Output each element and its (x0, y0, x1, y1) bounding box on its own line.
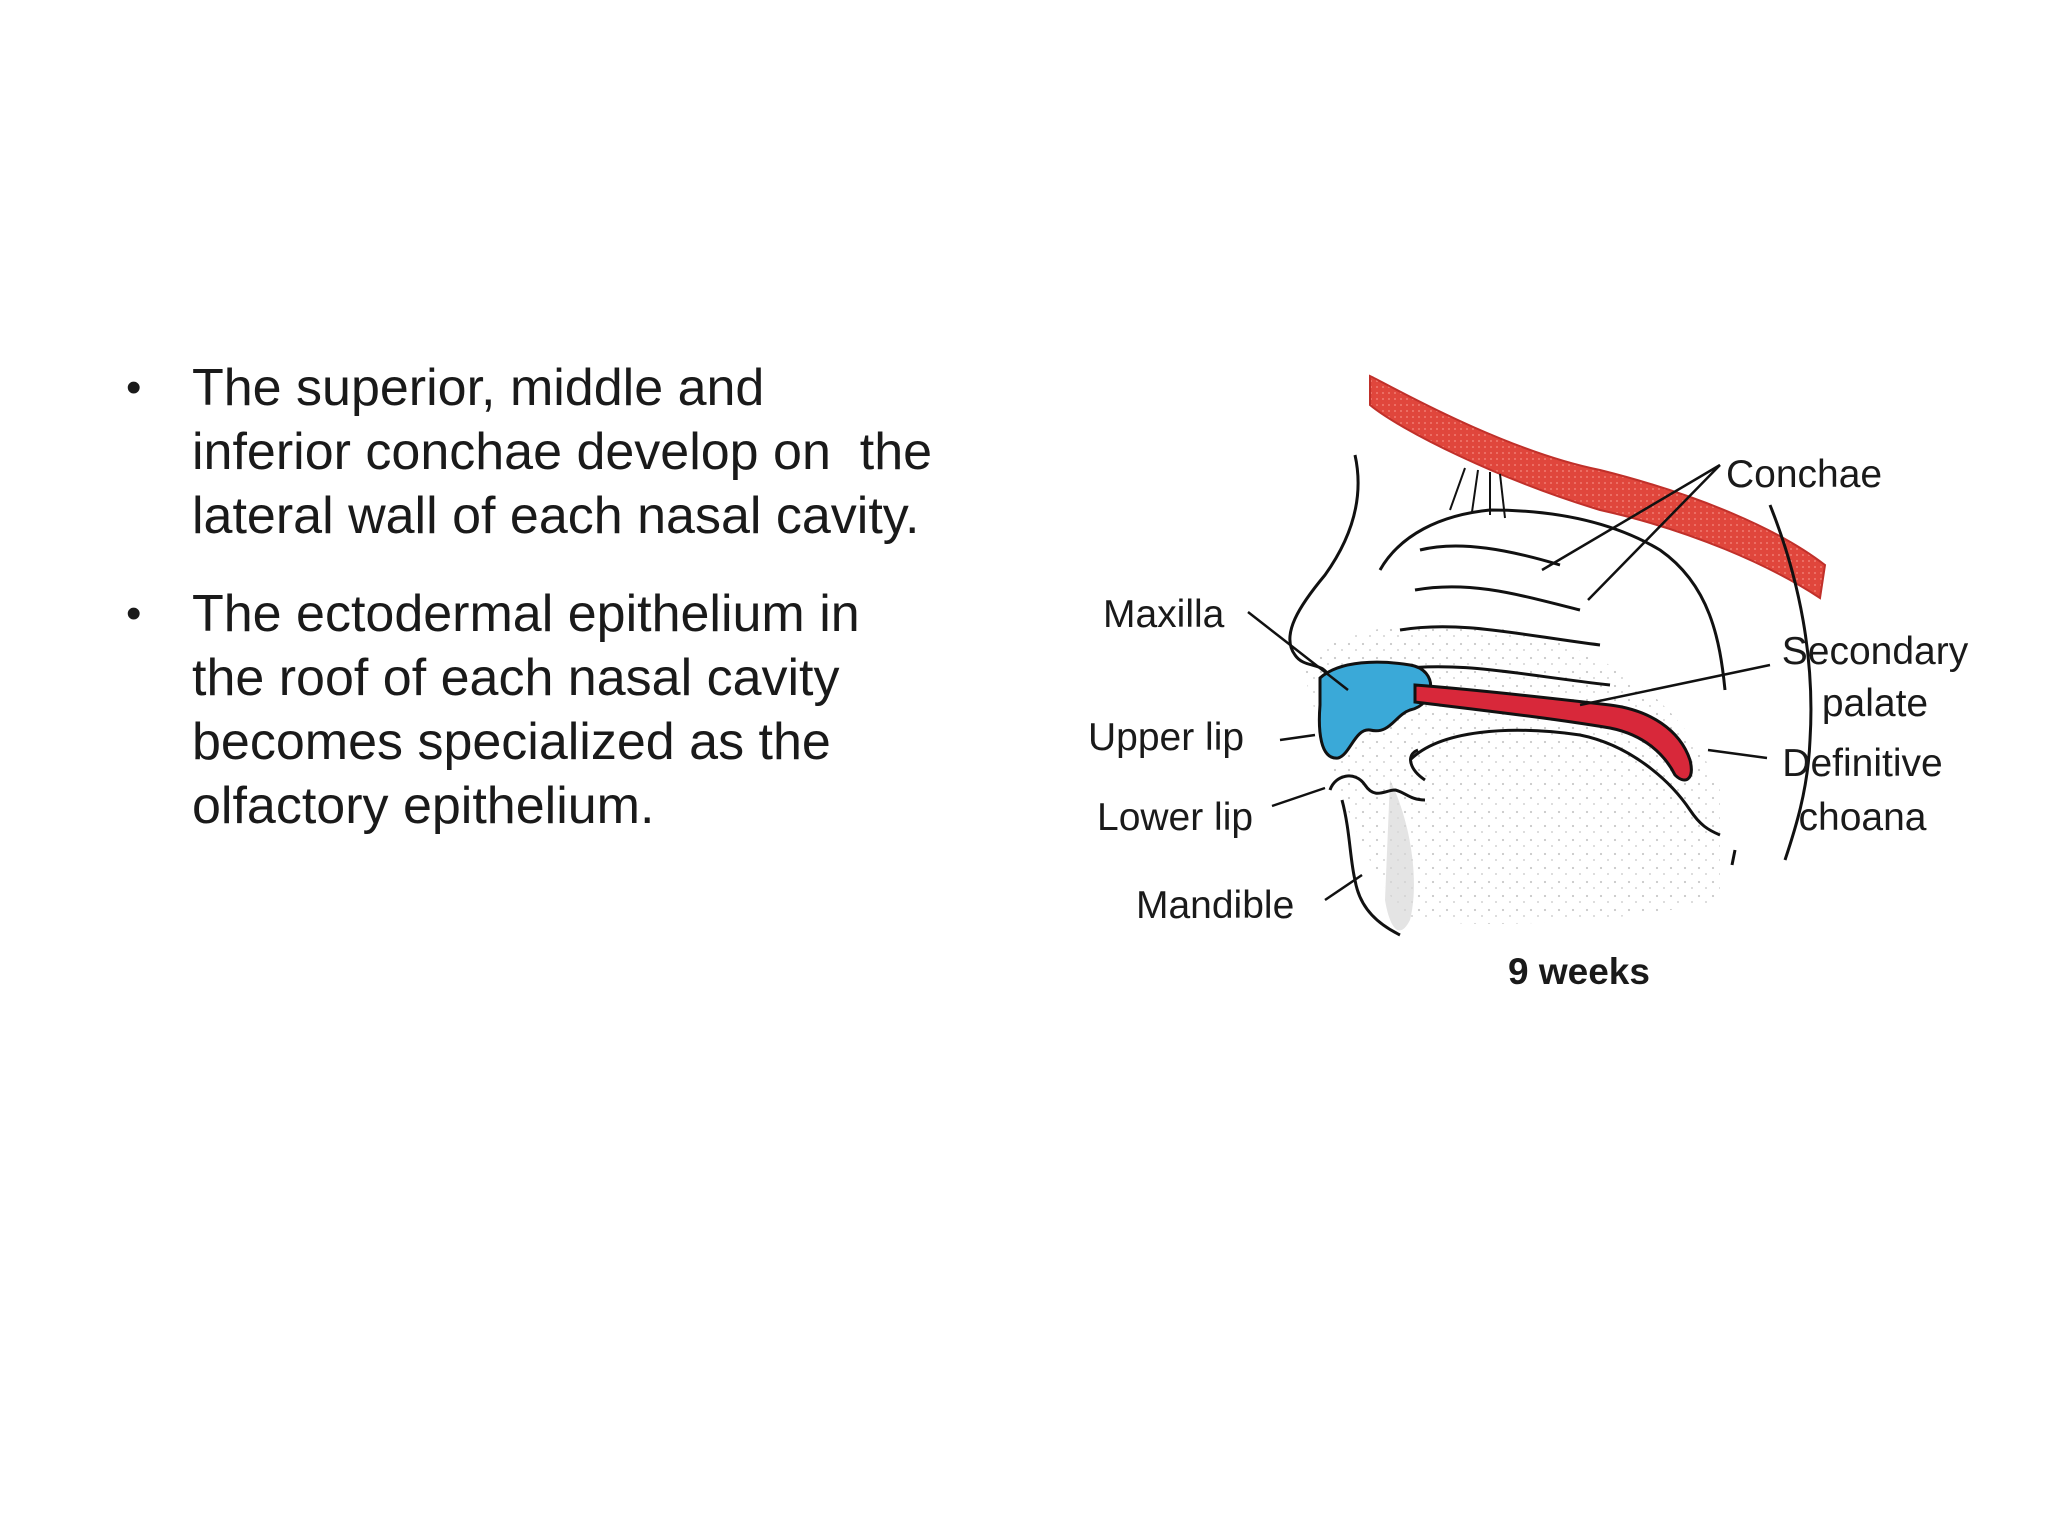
leader-lines (1247, 463, 1771, 902)
leader-conchae-2 (1587, 464, 1721, 601)
label-maxilla: Maxilla (1103, 593, 1225, 636)
mandible-shading (1385, 780, 1414, 931)
leader-upper-lip (1279, 733, 1316, 742)
label-lower-lip: Lower lip (1097, 796, 1254, 839)
bullet-item: • The ectodermal epithelium in the roof … (118, 582, 1038, 838)
bullet-text-line: lateral wall of each nasal cavity. (192, 487, 920, 545)
bullet-text-line: becomes specialized as the (192, 713, 831, 771)
diagram-caption: 9 weeks (1508, 951, 1650, 992)
nasal-development-diagram: Conchae Maxilla Secondary palate Upper l… (1080, 360, 2000, 1020)
label-definitive-choana-line1: Definitive (1782, 742, 1943, 785)
lower-lip-outline (1328, 774, 1426, 802)
label-secondary-palate-line2: palate (1821, 682, 1929, 725)
secondary-palate (1413, 683, 1693, 782)
pharyngeal-wall (1768, 504, 1813, 861)
leader-conchae (1541, 463, 1721, 572)
label-definitive-choana-line2: choana (1798, 796, 1927, 839)
leader-mandible (1324, 873, 1363, 902)
bullet-text-line: olfactory epithelium. (192, 777, 655, 835)
leader-maxilla (1247, 611, 1349, 691)
bullet-text-line: The ectodermal epithelium in (192, 585, 860, 643)
tongue-tip (1409, 748, 1426, 782)
bullet-list: • The superior, middle and inferior conc… (118, 356, 1038, 872)
label-conchae: Conchae (1726, 453, 1883, 496)
pharyngeal-wall-mark (1730, 849, 1737, 866)
bullet-item: • The superior, middle and inferior conc… (118, 356, 1038, 548)
bullet-text-line: inferior conchae develop on the (192, 423, 933, 481)
label-upper-lip: Upper lip (1088, 716, 1245, 759)
leader-definitive-choana (1707, 748, 1768, 760)
diagram-drawing (1247, 374, 1827, 937)
bullet-text-line: the roof of each nasal cavity (192, 649, 840, 707)
cranial-base (1369, 374, 1827, 600)
label-secondary-palate-line1: Secondary (1781, 630, 1969, 673)
bullet-dot: • (126, 363, 142, 412)
nasal-cavity-outline (1378, 508, 1727, 691)
bullet-dot: • (126, 589, 142, 638)
maxilla-shape (1317, 660, 1433, 760)
tongue-outline (1408, 728, 1721, 837)
label-mandible: Mandible (1136, 884, 1295, 927)
face-outline (1288, 454, 1360, 681)
leader-lower-lip (1271, 786, 1326, 808)
leader-secondary-palate (1579, 663, 1771, 707)
bullet-text-line: The superior, middle and (192, 359, 765, 417)
